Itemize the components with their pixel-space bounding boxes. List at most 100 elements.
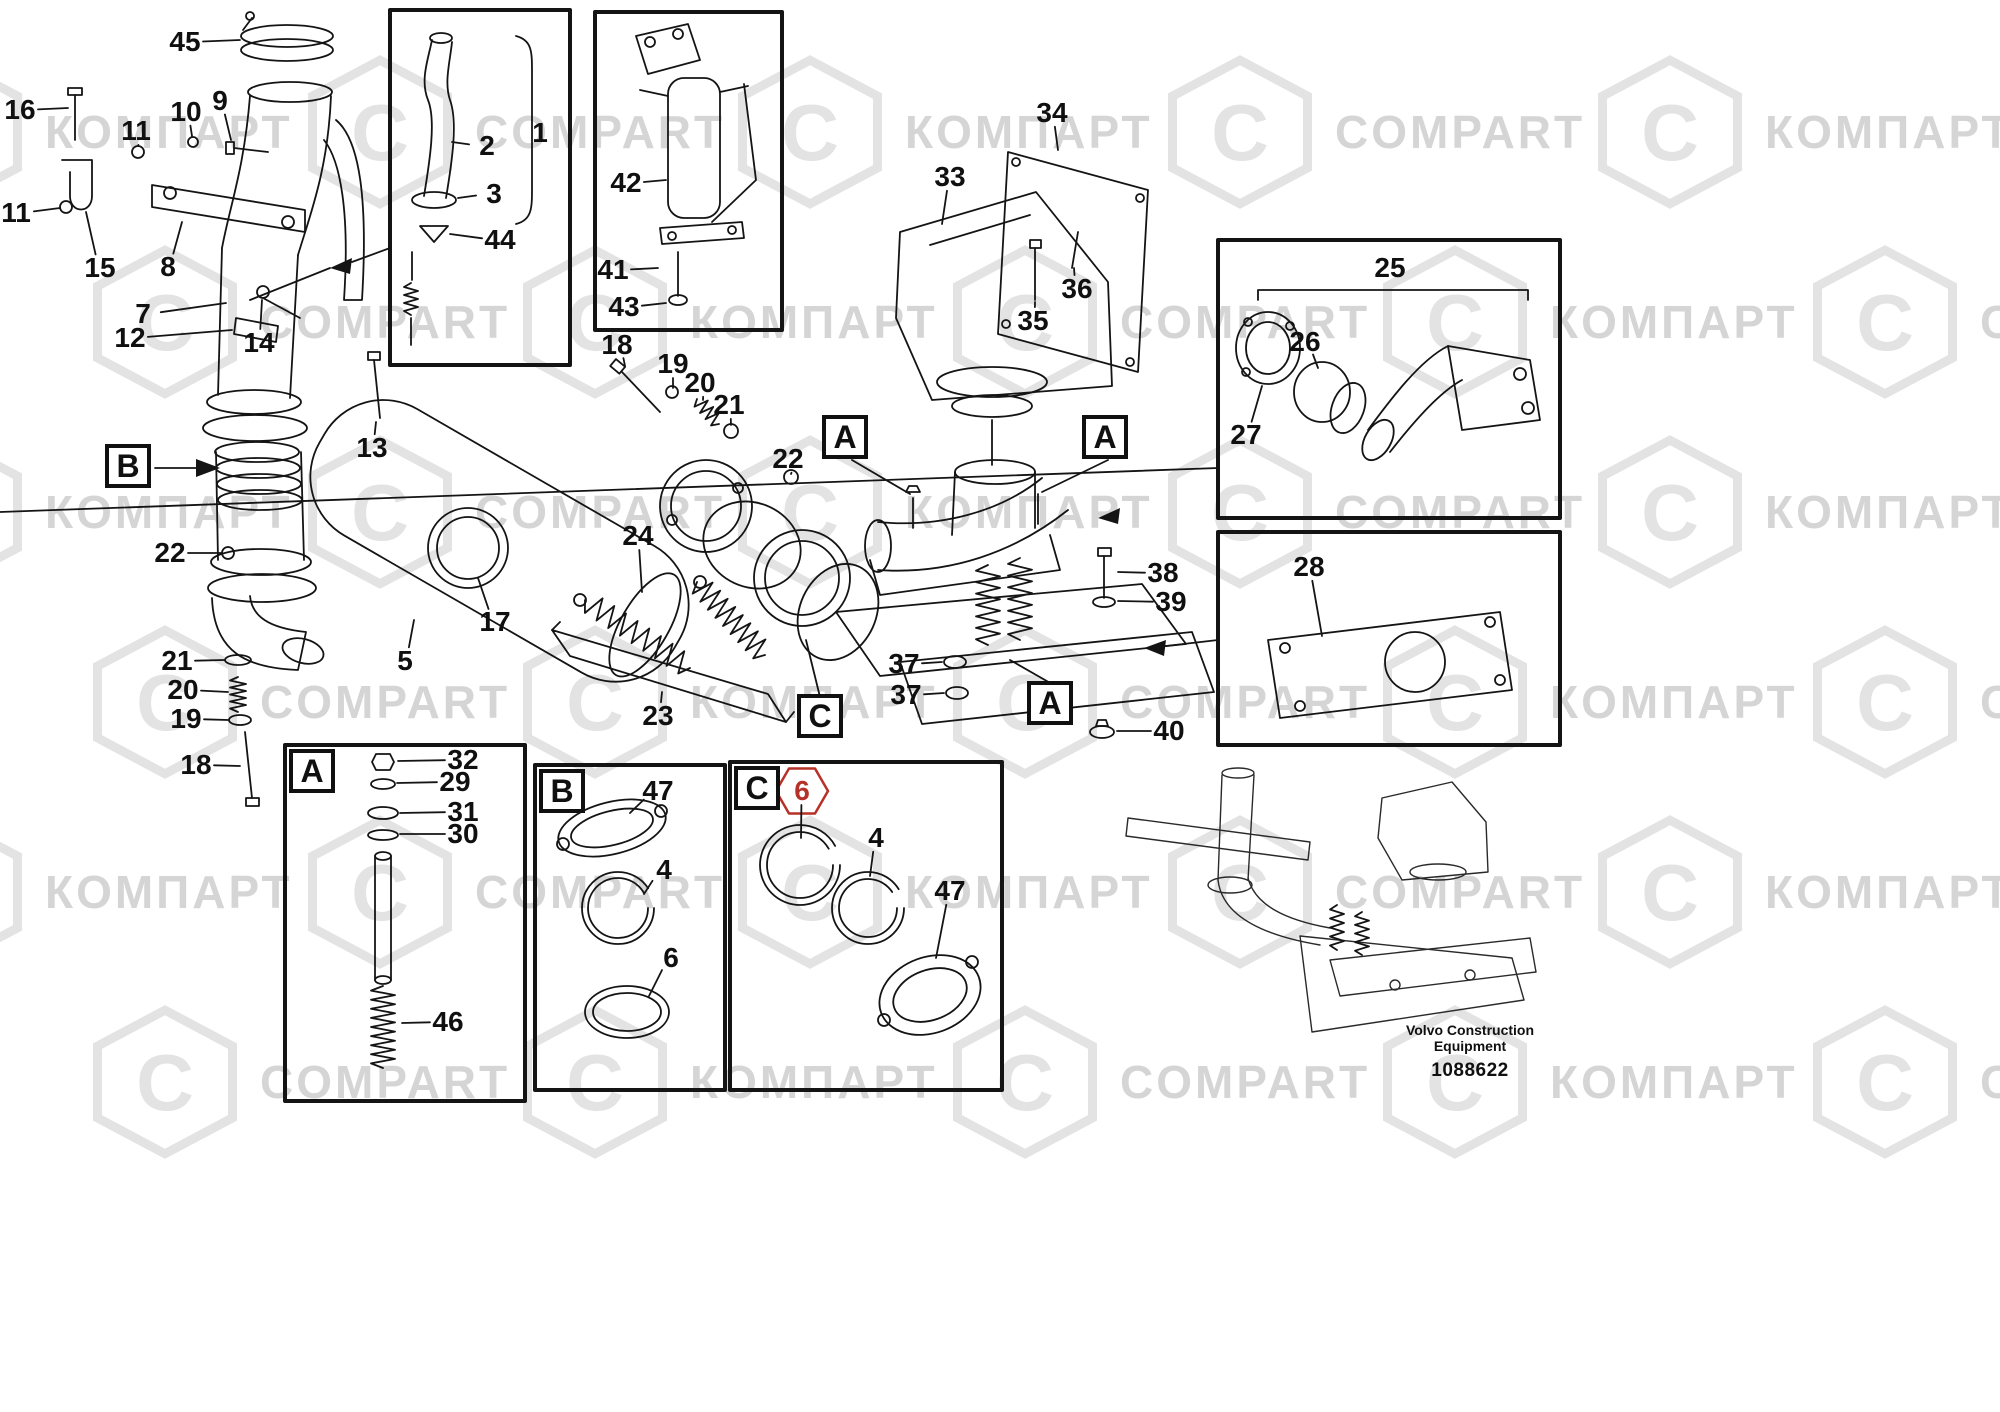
- watermark-text: COMPART: [475, 106, 725, 158]
- watermark-c-icon: C: [136, 658, 194, 747]
- watermark-hexagon-icon: [738, 435, 882, 589]
- callout-leader-line: [449, 233, 484, 240]
- watermark-hexagon-icon: [1168, 435, 1312, 589]
- callout-leader-line: [203, 718, 229, 721]
- watermark-c-icon: C: [1856, 1038, 1914, 1127]
- watermark-c-icon: C: [996, 278, 1054, 367]
- watermark-c-icon: C: [136, 278, 194, 367]
- callout-leader-line: [223, 113, 232, 141]
- intake-cover: [895, 151, 1149, 466]
- callout-leader-line: [37, 107, 69, 111]
- watermark-text: КОМПАРТ: [1550, 296, 1798, 348]
- callout-leader-line: [202, 39, 241, 43]
- callout-leader-line: [172, 221, 183, 255]
- watermark-hexagon-icon: [1598, 435, 1742, 589]
- footer-block: Volvo Construction Equipment 1088622: [1380, 1022, 1560, 1082]
- heat-shield: [309, 399, 690, 683]
- watermark-c-icon: C: [1856, 278, 1914, 367]
- watermark-text: КОМПАРТ: [1765, 106, 2000, 158]
- watermark-hexagon-icon: [93, 1005, 237, 1159]
- watermark-hexagon-icon: [0, 461, 22, 563]
- callout-leader-line: [399, 811, 446, 814]
- coil-spring: [975, 564, 1001, 646]
- watermark-hexagon-icon: [1813, 625, 1957, 779]
- callout-leader-line: [407, 619, 415, 649]
- coil-springs: [229, 282, 1370, 1069]
- left-pipe-assembly: [59, 11, 381, 807]
- catalyst-assembly: [609, 358, 880, 661]
- detail-25-content: [1235, 289, 1541, 462]
- watermark-text: COMPART: [260, 676, 510, 728]
- callout-leader-line: [622, 357, 626, 367]
- callout-leader-line: [373, 421, 377, 436]
- callout-leader-line: [1312, 353, 1319, 369]
- watermark-text: КОМПАРТ: [45, 486, 293, 538]
- watermark-text: COMPART: [1980, 1056, 2000, 1108]
- callout-leader-line: [194, 659, 225, 662]
- coil-spring: [229, 676, 247, 713]
- watermark-text: КОМПАРТ: [905, 486, 1153, 538]
- detail-boxes: [283, 8, 1562, 1103]
- detail-A-content: [367, 753, 399, 985]
- coil-spring: [370, 985, 396, 1069]
- callout-leader-line: [1117, 600, 1154, 603]
- watermark-c-icon: C: [566, 1038, 624, 1127]
- watermark-hexagon-icon: [1598, 815, 1742, 969]
- callout-leader-line: [397, 759, 446, 762]
- watermark-text: КОМПАРТ: [1765, 866, 2000, 918]
- leader-lines: [33, 39, 1323, 1024]
- callout-leader-line: [630, 267, 659, 271]
- watermark-text: COMPART: [1980, 296, 2000, 348]
- callout-leader-line: [1073, 267, 1076, 277]
- watermark-hexagon-icon: [93, 625, 237, 779]
- callout-leader-line: [935, 903, 948, 959]
- watermark-text: КОМПАРТ: [1765, 486, 2000, 538]
- watermark-hexagon-icon: [308, 435, 452, 589]
- watermark-c-icon: C: [1641, 848, 1699, 937]
- callout-leader-line: [159, 302, 227, 314]
- callout-leader-line: [33, 207, 61, 213]
- watermark-text: COMPART: [475, 866, 725, 918]
- watermark-c-icon: C: [1856, 658, 1914, 747]
- watermark-text: КОМПАРТ: [1550, 1056, 1798, 1108]
- watermark-c-icon: C: [781, 88, 839, 177]
- watermark-hexagon-icon: [93, 245, 237, 399]
- callout-leader-line: [451, 141, 471, 146]
- watermark-hexagon-icon: [523, 625, 667, 779]
- callout-leader-line: [1311, 579, 1323, 637]
- mount-assembly: [835, 459, 1215, 739]
- coil-spring: [403, 282, 419, 316]
- callout-leader-line: [146, 329, 233, 338]
- callout-leader-line: [923, 692, 945, 696]
- watermark-hexagon-icon: [1598, 55, 1742, 209]
- callout-leader-line: [1054, 125, 1059, 151]
- callout-leader-line: [643, 879, 654, 895]
- watermark-text: COMPART: [1335, 106, 1585, 158]
- coil-spring: [1007, 557, 1033, 641]
- watermark-c-icon: C: [1211, 468, 1269, 557]
- coil-spring: [691, 581, 767, 660]
- callout-leader-line: [396, 781, 438, 784]
- callout-leader-line: [200, 689, 229, 693]
- detail-B-content: [556, 798, 670, 1039]
- coil-spring: [1354, 911, 1370, 956]
- callout-leader-line: [457, 194, 478, 199]
- callout-leader-line: [629, 798, 645, 814]
- watermark-hexagon-icon: [953, 245, 1097, 399]
- watermark-hexagon-icon: [1813, 1005, 1957, 1159]
- watermark-hexagon-icon: [953, 1005, 1097, 1159]
- callout-leader-line: [660, 691, 663, 704]
- watermark-c-icon: C: [1641, 88, 1699, 177]
- watermark-text: КОМПАРТ: [905, 106, 1153, 158]
- watermark-hexagon-icon: [1383, 625, 1527, 779]
- callout-leader-line: [638, 549, 643, 593]
- overview-thumbnail: [1125, 767, 1537, 1033]
- callout-leader-line: [213, 764, 241, 767]
- detail-C-content: [759, 824, 982, 1036]
- spring-plate: [551, 575, 795, 723]
- watermark-c-icon: C: [1426, 278, 1484, 367]
